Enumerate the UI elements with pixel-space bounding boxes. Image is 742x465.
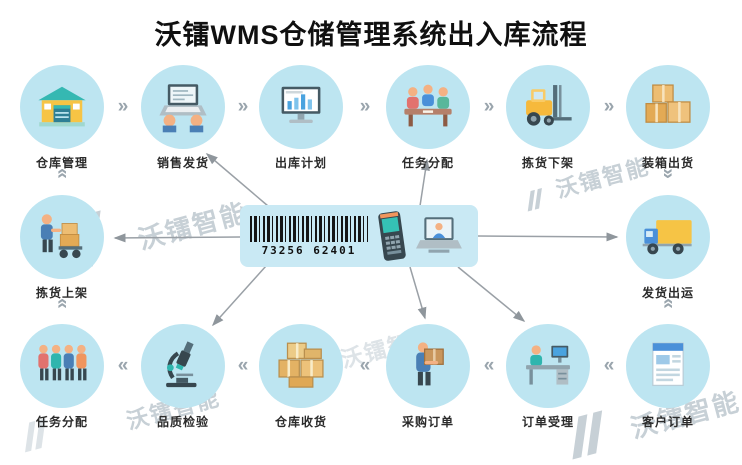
node-boxing-shipment: 装箱出货 <box>620 65 716 171</box>
node-label: 任务分配 <box>35 415 88 429</box>
node-picking-shelving: 拣货上架 <box>14 195 110 301</box>
handheld-scanner-icon <box>378 211 406 261</box>
node-label: 任务分配 <box>401 156 454 170</box>
page-title: 沃镭WMS仓储管理系统出入库流程 <box>154 20 588 50</box>
hand-truck-icon <box>40 214 83 259</box>
node-circle <box>141 324 225 408</box>
node-task-assignment-outbound: 任务分配 <box>380 65 476 171</box>
node-label: 装箱出货 <box>641 156 694 170</box>
flow-chevron-right: » <box>483 96 495 117</box>
team-icon <box>38 344 87 381</box>
carry-box-icon <box>416 342 444 386</box>
forklift-icon <box>526 85 572 126</box>
watermark-logo-icon <box>527 187 542 212</box>
flow-chevron-right: » <box>237 96 249 117</box>
node-circle <box>626 324 710 408</box>
laptop-operator-icon <box>416 217 462 253</box>
warehouse-icon <box>38 86 86 127</box>
node-quality-inspection: 品质检验 <box>135 324 231 430</box>
cargo-boxes-icon <box>278 342 324 388</box>
node-label: 出库计划 <box>274 156 327 170</box>
packed-boxes-icon <box>645 84 691 123</box>
node-circle <box>506 65 590 149</box>
microscope-icon <box>166 341 197 388</box>
node-label: 采购订单 <box>401 415 454 429</box>
monitor-chart-icon <box>281 86 321 124</box>
node-outbound-plan: 出库计划 <box>253 65 349 171</box>
flow-chevron-right: » <box>117 96 129 117</box>
node-label: 仓库管理 <box>35 156 88 170</box>
node-circle <box>386 324 470 408</box>
node-circle <box>20 324 104 408</box>
barcode: 73256 62401 <box>250 215 368 257</box>
node-order-acceptance: 订单受理 <box>500 324 596 430</box>
node-label: 订单受理 <box>521 415 574 429</box>
node-sales-shipping: 销售发货 <box>135 65 231 171</box>
barcode-number: 73256 62401 <box>261 243 357 257</box>
node-label: 品质检验 <box>156 415 209 429</box>
node-circle <box>259 65 343 149</box>
node-label: 拣货下架 <box>521 156 574 170</box>
order-document-icon <box>652 342 684 387</box>
node-circle <box>141 65 225 149</box>
truck-icon <box>642 220 692 255</box>
node-label: 销售发货 <box>156 156 209 170</box>
node-label: 发货出运 <box>641 286 694 300</box>
flow-chevron-left: « <box>483 355 495 376</box>
node-customer-order: 客户订单 <box>620 324 716 430</box>
scanning-hub-panel: 73256 62401 <box>240 205 478 267</box>
laptop-typing-icon <box>159 84 207 133</box>
flow-chevron-left: « <box>603 355 615 376</box>
node-warehouse-receiving: 仓库收货 <box>253 324 349 430</box>
node-shipping-out: 发货出运 <box>620 195 716 301</box>
node-circle <box>20 65 104 149</box>
node-circle <box>259 324 343 408</box>
meeting-table-icon <box>404 84 452 127</box>
node-task-assignment-inbound: 任务分配 <box>14 324 110 430</box>
node-circle <box>626 65 710 149</box>
flow-chevron-right: » <box>603 96 615 117</box>
flow-chevron-left: « <box>359 355 371 376</box>
node-label: 拣货上架 <box>35 286 88 300</box>
node-circle <box>626 195 710 279</box>
node-circle <box>506 324 590 408</box>
flow-chevron-up: » <box>51 168 73 179</box>
flow-chevron-right: » <box>359 96 371 117</box>
node-circle <box>20 195 104 279</box>
flow-chevron-left: « <box>237 355 249 376</box>
office-desk-icon <box>526 345 570 385</box>
flow-chevron-left: « <box>117 355 129 376</box>
node-warehouse-management: 仓库管理 <box>14 65 110 171</box>
flow-chevron-down: » <box>657 168 679 179</box>
node-label: 客户订单 <box>641 415 694 429</box>
barcode-bars <box>250 215 368 242</box>
node-label: 仓库收货 <box>274 415 327 429</box>
watermark-text: 沃镭智能 <box>134 197 251 256</box>
node-purchase-order: 采购订单 <box>380 324 476 430</box>
node-picking-offshelf: 拣货下架 <box>500 65 596 171</box>
node-circle <box>386 65 470 149</box>
